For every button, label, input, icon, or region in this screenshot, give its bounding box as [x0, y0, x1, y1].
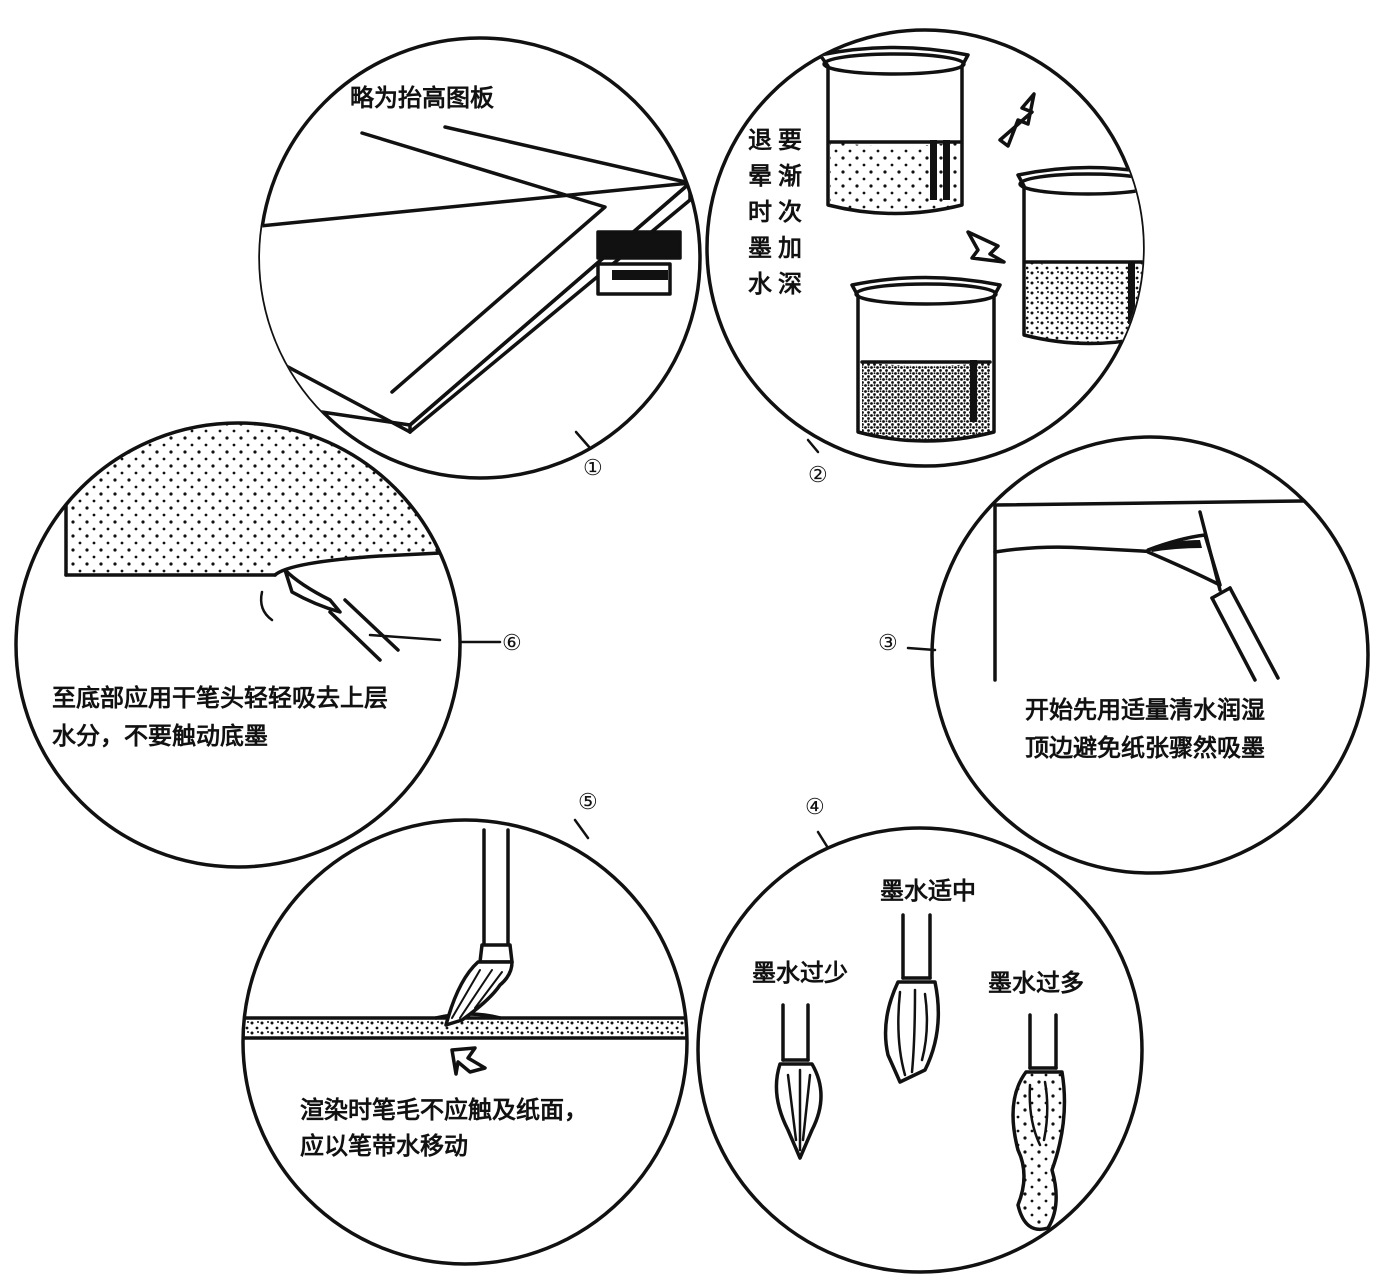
- wash-area: [16, 423, 460, 575]
- panel-4-circle: [696, 826, 1144, 1274]
- panel-4-label-too-little: 墨水过少: [752, 959, 848, 987]
- beaker-medium: [1016, 165, 1143, 346]
- beaker-light: [818, 45, 970, 216]
- arrow-icon: [998, 92, 1036, 148]
- panel-1-caption: 略为抬高图板: [350, 84, 494, 112]
- panel-3-caption-line2: 顶边避免纸张骤然吸墨: [1025, 734, 1265, 762]
- brush-too-much: [1011, 1013, 1067, 1231]
- panel-6-number: ⑥: [502, 631, 522, 656]
- drawing-board: [260, 125, 692, 434]
- panel-4-label-too-much: 墨水过多: [988, 969, 1084, 997]
- wet-band: [243, 1016, 687, 1040]
- panel-1-number: ①: [583, 456, 603, 481]
- panel-2: [705, 28, 1145, 468]
- panel-6: [14, 421, 502, 869]
- panel-4-number: ④: [805, 795, 825, 820]
- brush-icon: [444, 960, 514, 1027]
- panel-5-caption-line1: 渲染时笔毛不应触及纸面，: [300, 1096, 588, 1124]
- brush-too-little: [774, 1003, 823, 1160]
- panel-5-number: ⑤: [578, 790, 598, 815]
- panel-5: [241, 818, 689, 1266]
- panel-4-label-medium: 墨水适中: [880, 877, 976, 905]
- panel-5-caption-line2: 应以笔带水移动: [300, 1132, 468, 1160]
- panel-2-number: ②: [808, 463, 828, 488]
- panel-2-caption-col1: 退晕时墨水: [748, 126, 772, 298]
- brush-medium: [883, 913, 941, 1084]
- panel-1: [258, 36, 702, 480]
- panel-4: [696, 826, 1144, 1274]
- board-prop: [596, 230, 682, 260]
- arrow-icon: [450, 1046, 487, 1076]
- panel-6-caption-line1: 至底部应用干笔头轻轻吸去上层: [52, 684, 388, 712]
- panel-3-number: ③: [878, 631, 898, 656]
- panel-5-circle: [241, 818, 689, 1266]
- panel-3-caption-line1: 开始先用适量清水润湿: [1025, 696, 1265, 724]
- panel-2-caption-col2: 要渐次加深: [778, 126, 802, 298]
- panel-6-caption-line2: 水分，不要触动底墨: [52, 722, 268, 750]
- arrow-icon: [966, 230, 1006, 264]
- beaker-dark: [850, 275, 1002, 443]
- panel-3-circle: [930, 435, 1370, 875]
- panel-3: [906, 435, 1370, 875]
